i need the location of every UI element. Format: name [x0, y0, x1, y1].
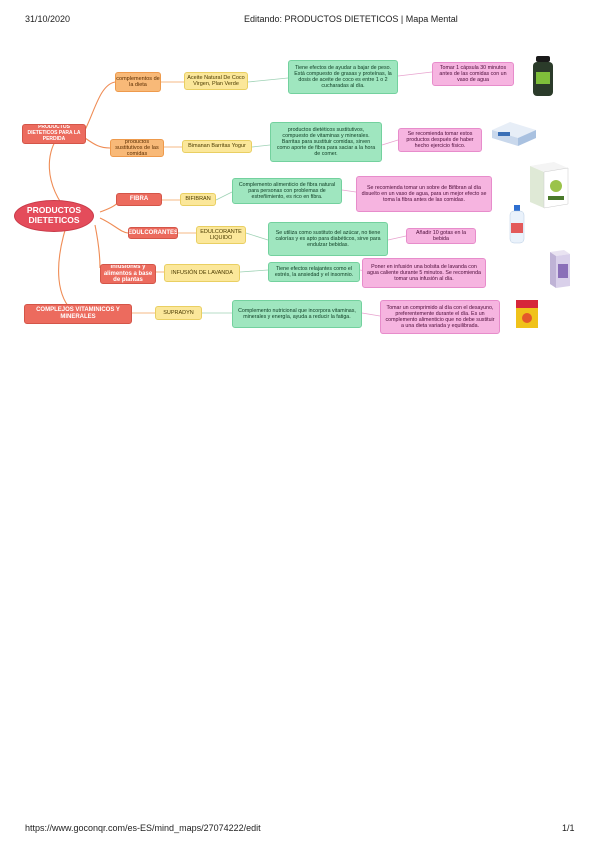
root-node[interactable]: PRODUCTOS DIETETICOS	[14, 200, 94, 232]
desc-biomanan[interactable]: productos dietéticos sustitutivos, compu…	[270, 122, 382, 162]
desc-aceite-coco[interactable]: Tiene efectos de ayudar a bajar de peso.…	[288, 60, 398, 94]
usage-aceite-coco[interactable]: Tomar 1 cápsula 30 minutos antes de las …	[432, 62, 514, 86]
desc-supradyn[interactable]: Complemento nutricional que incorpora vi…	[232, 300, 362, 328]
product-lavanda[interactable]: INFUSIÓN DE LAVANDA	[164, 264, 240, 282]
link-root-infusiones	[94, 224, 101, 269]
page-title: Editando: PRODUCTOS DIETETICOS | Mapa Me…	[244, 14, 458, 24]
page-number: 1/1	[562, 823, 575, 833]
branch-fibra[interactable]: FIBRA	[116, 193, 162, 206]
coconut-oil-jar-icon	[532, 56, 554, 98]
product-aceite-coco[interactable]: Aceite Natural De Coco Virgen, Plan Verd…	[184, 72, 248, 90]
usage-edulcorante[interactable]: Añadir 10 gotas en la bebida	[406, 228, 476, 244]
product-supradyn[interactable]: SUPRADYN	[155, 306, 202, 320]
branch-complementos[interactable]: complementos de la dieta	[115, 72, 161, 92]
branch-perdida[interactable]: PRODUCTOS DIETETICOS PARA LA PERDIDA	[22, 124, 86, 144]
link-perdida-complementos	[84, 81, 116, 131]
branch-infusiones[interactable]: infusiones y alimentos a base de plantas	[100, 264, 156, 284]
snack-bar-box-icon	[490, 120, 538, 148]
supradyn-box-icon	[514, 296, 540, 330]
desc-bifibran[interactable]: Complemento alimenticio de fibra natural…	[232, 178, 342, 204]
link-perdida-sustitutos	[84, 137, 111, 149]
lavender-tea-box-icon	[548, 248, 572, 290]
branch-sustitutos[interactable]: productos sustitutivos de las comidas	[110, 139, 164, 157]
desc-lavanda[interactable]: Tiene efectos relajantes como el estrés,…	[268, 262, 360, 282]
footer-url[interactable]: https://www.goconqr.com/es-ES/mind_maps/…	[25, 823, 261, 833]
product-biomanan[interactable]: Bimanan Barritas Yogur	[182, 140, 252, 153]
branch-complejos[interactable]: COMPLEJOS VITAMINICOS Y MINERALES	[24, 304, 132, 324]
branch-edulcorantes[interactable]: EDULCORANTES	[128, 227, 178, 239]
usage-biomanan[interactable]: Se recomienda tomar estos productos desp…	[398, 128, 482, 152]
fiber-box-icon	[526, 160, 570, 210]
print-date: 31/10/2020	[25, 14, 71, 24]
usage-lavanda[interactable]: Poner en infusión una bolsita de lavanda…	[362, 258, 486, 288]
usage-bifibran[interactable]: Se recomienda tomar un sobre de Bifibran…	[356, 176, 492, 212]
sweetener-bottle-icon	[508, 205, 526, 245]
link-root-edulcorantes	[99, 217, 129, 234]
usage-supradyn[interactable]: Tomar un comprimido al día con el desayu…	[380, 300, 500, 334]
product-edulcorante[interactable]: EDULCORANTE LIQUIDO	[196, 226, 246, 244]
desc-edulcorante[interactable]: Se utiliza como sustituto del azúcar, no…	[268, 222, 388, 256]
product-bifibran[interactable]: BIFIBRAN	[180, 193, 216, 206]
